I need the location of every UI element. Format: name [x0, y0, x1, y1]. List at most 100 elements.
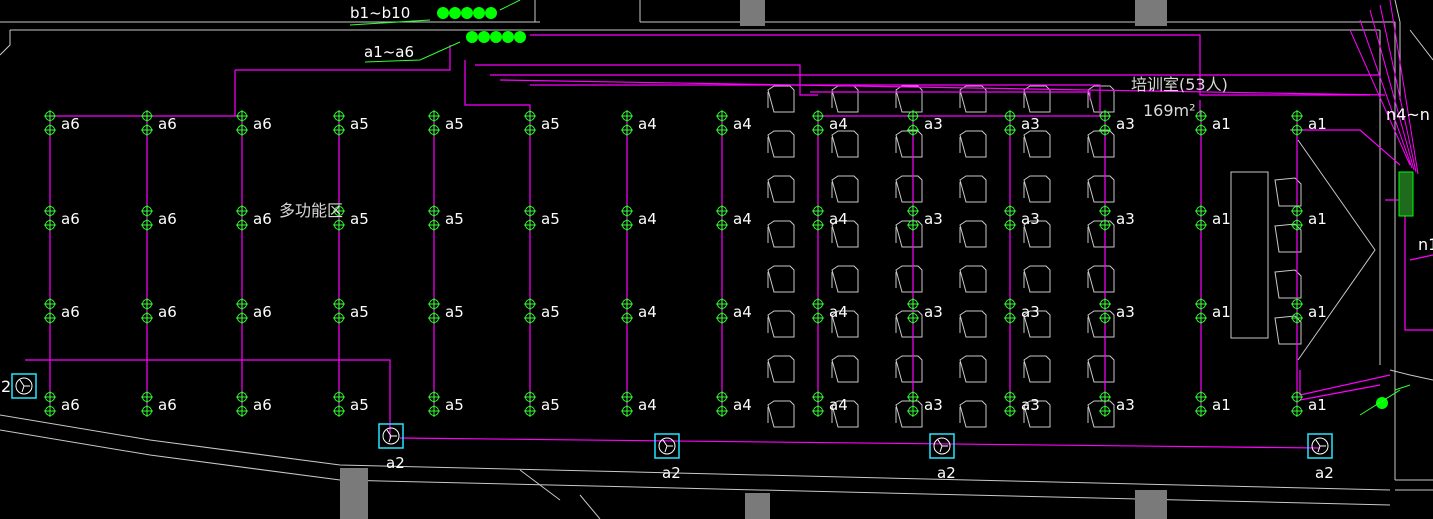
fixture-label: a6	[158, 115, 177, 133]
lamp-cross	[333, 219, 345, 231]
lamp-cross	[716, 405, 728, 417]
lamp-cross	[716, 124, 728, 136]
fixture-label: a4	[829, 396, 848, 414]
lamp-cross	[428, 405, 440, 417]
lamp-cross	[1195, 391, 1207, 403]
panel-label: a2	[937, 464, 956, 482]
fixture-label: a6	[158, 303, 177, 321]
chair	[895, 85, 923, 113]
lamp-cross	[1195, 298, 1207, 310]
lamp-cross	[621, 312, 633, 324]
lamp-cross	[428, 312, 440, 324]
lamp-cross	[236, 298, 248, 310]
fixture-label: a6	[253, 210, 272, 228]
fixture-label: a4	[638, 303, 657, 321]
lamp-cross	[812, 405, 824, 417]
fixture-label: a4	[733, 210, 752, 228]
lamp-cross	[1291, 205, 1303, 217]
chair	[1087, 175, 1115, 203]
fixture-columns: a6a6a6a6a6a6a6a6a6a6a6a6a5a5a5a5a5a5a5a5…	[44, 110, 1327, 417]
lamp-cross	[1099, 205, 1111, 217]
chair	[1023, 175, 1051, 203]
fan-icon	[933, 437, 951, 455]
lamp-cross	[1004, 110, 1016, 122]
panel-left-edge	[11, 373, 37, 399]
fixture-label: a4	[638, 115, 657, 133]
lamp-cross	[1195, 110, 1207, 122]
fixture-label: a4	[829, 115, 848, 133]
fixture-label: a4	[733, 303, 752, 321]
lamp-cross	[621, 298, 633, 310]
chair	[959, 130, 987, 158]
lamp-cross	[907, 124, 919, 136]
circuit-lines	[25, 34, 1433, 449]
lamp-cross	[141, 298, 153, 310]
lamp-cross	[716, 219, 728, 231]
lamp-cross	[141, 312, 153, 324]
chair	[767, 175, 795, 203]
lamp-cross	[907, 219, 919, 231]
lamp-cross	[621, 405, 633, 417]
fan-blades	[662, 439, 673, 453]
fixture-label: a6	[61, 303, 80, 321]
lamp-cross	[1291, 405, 1303, 417]
chair	[767, 310, 795, 338]
chair	[831, 85, 859, 113]
lamp-cross	[44, 298, 56, 310]
fixture-label: a6	[158, 396, 177, 414]
lamp-cross	[333, 391, 345, 403]
panel-a2: a2	[654, 433, 681, 482]
lamp-cross	[236, 219, 248, 231]
fixture-label: a1	[1212, 396, 1231, 414]
fixture-label: a4	[829, 303, 848, 321]
fixture-label: a3	[1116, 115, 1135, 133]
chair	[895, 265, 923, 293]
distribution-panels: a2 a2 a2 a2	[378, 423, 1334, 482]
fixture-label: a1	[1212, 115, 1231, 133]
fixture-label: a6	[61, 396, 80, 414]
fan-blades	[1315, 439, 1326, 453]
lamp-cross	[907, 298, 919, 310]
lamp-cross	[1195, 219, 1207, 231]
chair	[959, 310, 987, 338]
fixture-label: a6	[253, 396, 272, 414]
fixture-label: a4	[733, 115, 752, 133]
lamp-cross	[812, 110, 824, 122]
panel-a2: a2	[1307, 433, 1334, 482]
lamp-cross	[141, 124, 153, 136]
lamp-cross	[621, 219, 633, 231]
chair	[1023, 85, 1051, 113]
fixture-label: a4	[829, 210, 848, 228]
panel-label: a2	[386, 454, 405, 472]
lamp-cross	[1004, 219, 1016, 231]
lamp-cross	[141, 205, 153, 217]
lamp-cross	[428, 391, 440, 403]
fixture-label: a1	[1212, 303, 1231, 321]
lamp-cross	[812, 298, 824, 310]
chair	[1274, 223, 1302, 253]
lamp-cross	[44, 205, 56, 217]
lamp-cross	[524, 298, 536, 310]
lamp-cross	[1291, 124, 1303, 136]
chair	[1087, 355, 1115, 383]
fixture-label: a3	[924, 210, 943, 228]
lamp-cross	[907, 391, 919, 403]
lamp-cross	[1195, 405, 1207, 417]
fixture-label: a3	[924, 115, 943, 133]
lamp-cross	[1099, 124, 1111, 136]
lamp-cross	[716, 205, 728, 217]
chair	[1087, 130, 1115, 158]
chair-grid	[767, 85, 1302, 428]
header-a-label: a1~a6	[364, 43, 414, 61]
lamp-cross	[1004, 312, 1016, 324]
chair	[831, 130, 859, 158]
fixture-label: a3	[1116, 396, 1135, 414]
fan-icon	[658, 437, 676, 455]
wall-columns	[340, 0, 1167, 519]
lamp-cross	[1099, 298, 1111, 310]
lamp-cross	[1004, 205, 1016, 217]
